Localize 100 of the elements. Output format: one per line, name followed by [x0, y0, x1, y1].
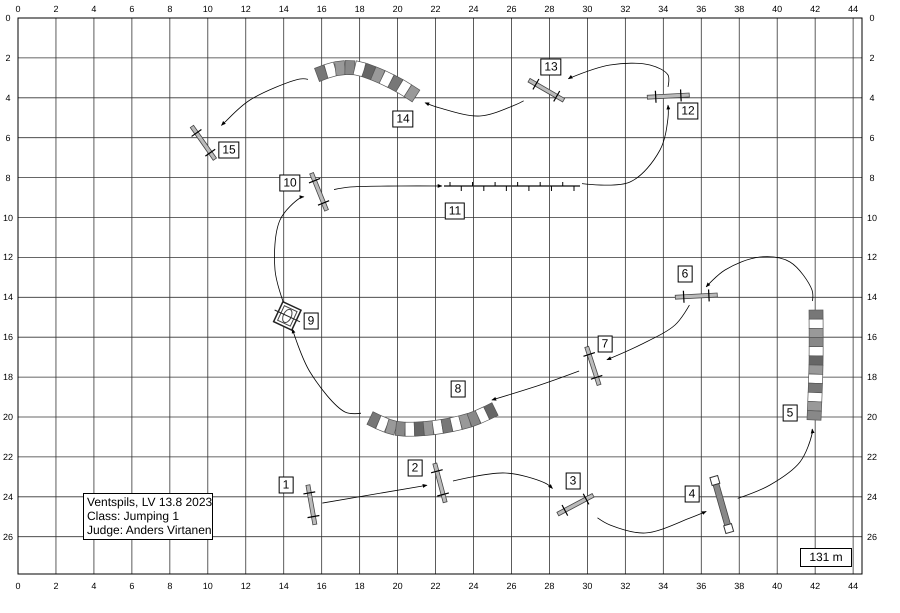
- axis-tick-label: 4: [91, 4, 96, 14]
- axis-tick-label: 20: [867, 412, 877, 422]
- axis-tick-label: 6: [129, 581, 134, 591]
- axis-tick-label: 26: [867, 532, 877, 542]
- callout-number: 8: [450, 380, 466, 398]
- course-path-arrow: [597, 511, 707, 534]
- axis-tick-label: 6: [6, 132, 10, 143]
- axis-tick-label: 26: [3, 532, 13, 542]
- axis-tick-label: 0: [16, 581, 20, 591]
- axis-tick-label: 26: [506, 4, 516, 14]
- callout-number: 15: [218, 142, 240, 158]
- axis-tick-label: 22: [430, 4, 441, 14]
- callout-number: 4: [684, 486, 700, 502]
- axis-tick-label: 24: [468, 4, 479, 14]
- axis-tick-label: 18: [354, 4, 365, 14]
- axis-tick-label: 20: [392, 4, 403, 14]
- course-path-arrow: [334, 184, 442, 190]
- info-text: Class: Jumping 1: [87, 509, 180, 523]
- course-path-arrow: [582, 104, 670, 186]
- axis-tick-label: 38: [734, 581, 744, 591]
- axis-tick-label: 2: [870, 52, 874, 63]
- axis-tick-label: 40: [772, 581, 782, 591]
- jump-obstacle: [644, 86, 692, 106]
- axis-tick-label: 28: [544, 581, 554, 591]
- callout-number: 7: [598, 336, 612, 352]
- axis-tick-label: 44: [848, 581, 858, 591]
- callout-number: 14: [392, 110, 414, 128]
- axis-tick-label: 24: [867, 492, 877, 502]
- callout-number: 12: [677, 102, 699, 120]
- course-path-arrow: [322, 484, 428, 504]
- axis-tick-label: 20: [392, 581, 403, 591]
- callout-number: 3: [566, 472, 580, 490]
- callout-number: 6: [678, 266, 692, 282]
- axis-tick-label: 18: [3, 372, 13, 382]
- callout-number: 5: [782, 404, 798, 422]
- course-path-arrow: [274, 195, 304, 304]
- course-path-arrow: [220, 78, 308, 126]
- callout-number: 1: [278, 476, 294, 494]
- axis-tick-label: 14: [278, 581, 289, 591]
- axis-tick-label: 2: [53, 4, 58, 14]
- course-path-arrow: [737, 428, 815, 499]
- axis-tick-label: 42: [810, 581, 820, 591]
- axis-tick-label: 18: [867, 372, 877, 382]
- axis-tick-label: 32: [620, 581, 630, 591]
- info-text: Judge: Anders Virtanen: [87, 523, 209, 537]
- course-path-arrow: [606, 304, 690, 360]
- axis-tick-label: 36: [696, 4, 706, 14]
- axis-tick-label: 22: [867, 452, 877, 462]
- course-path-arrow: [706, 256, 814, 302]
- axis-tick-label: 12: [867, 252, 877, 262]
- axis-tick-label: 8: [167, 581, 172, 591]
- axis-tick-label: 4: [870, 92, 874, 103]
- course-path-arrow: [452, 472, 553, 489]
- axis-tick-label: 16: [3, 332, 13, 342]
- callout-number: 9: [304, 312, 318, 330]
- axis-tick-label: 8: [167, 4, 172, 14]
- axis-tick-label: 14: [867, 292, 877, 302]
- axis-tick-label: 4: [6, 92, 10, 103]
- axis-tick-label: 2: [6, 52, 10, 63]
- axis-tick-label: 0: [6, 13, 10, 23]
- course-path-arrow: [568, 62, 670, 88]
- axis-tick-label: 14: [3, 292, 13, 302]
- axis-tick-label: 28: [544, 4, 554, 14]
- axis-tick-label: 0: [870, 13, 874, 23]
- axis-tick-label: 8: [6, 172, 10, 183]
- axis-tick-label: 26: [506, 581, 516, 591]
- info-text: 131 m: [808, 550, 844, 564]
- axis-tick-label: 22: [430, 581, 441, 591]
- axis-tick-label: 8: [870, 172, 874, 183]
- axis-tick-label: 12: [240, 581, 251, 591]
- axis-tick-label: 42: [810, 4, 820, 14]
- axis-tick-label: 44: [848, 4, 858, 14]
- axis-tick-label: 30: [582, 581, 592, 591]
- info-box: [83, 493, 213, 540]
- axis-tick-label: 16: [867, 332, 877, 342]
- axis-tick-label: 40: [772, 4, 782, 14]
- axis-tick-label: 6: [129, 4, 134, 14]
- callout-number: 2: [408, 460, 422, 476]
- axis-tick-label: 10: [202, 581, 213, 591]
- axis-tick-label: 12: [3, 252, 13, 262]
- axis-tick-label: 36: [696, 581, 706, 591]
- distance-box: [800, 548, 852, 567]
- course-path-arrow: [424, 100, 524, 116]
- axis-tick-label: 18: [354, 581, 365, 591]
- axis-tick-label: 10: [3, 212, 13, 222]
- axis-tick-label: 10: [202, 4, 213, 14]
- axis-tick-label: 10: [867, 212, 877, 222]
- course-path-arrow: [491, 370, 580, 401]
- axis-tick-label: 34: [658, 4, 668, 14]
- axis-tick-label: 38: [734, 4, 744, 14]
- axis-tick-label: 14: [278, 4, 289, 14]
- axis-tick-label: 16: [316, 581, 327, 591]
- axis-tick-label: 6: [870, 132, 874, 143]
- axis-tick-label: 24: [3, 492, 13, 502]
- axis-tick-label: 4: [91, 581, 96, 591]
- axis-tick-label: 0: [16, 4, 20, 14]
- axis-tick-label: 32: [620, 4, 630, 14]
- axis-tick-label: 22: [3, 452, 13, 462]
- axis-tick-label: 30: [582, 4, 592, 14]
- callout-number: 13: [540, 58, 562, 76]
